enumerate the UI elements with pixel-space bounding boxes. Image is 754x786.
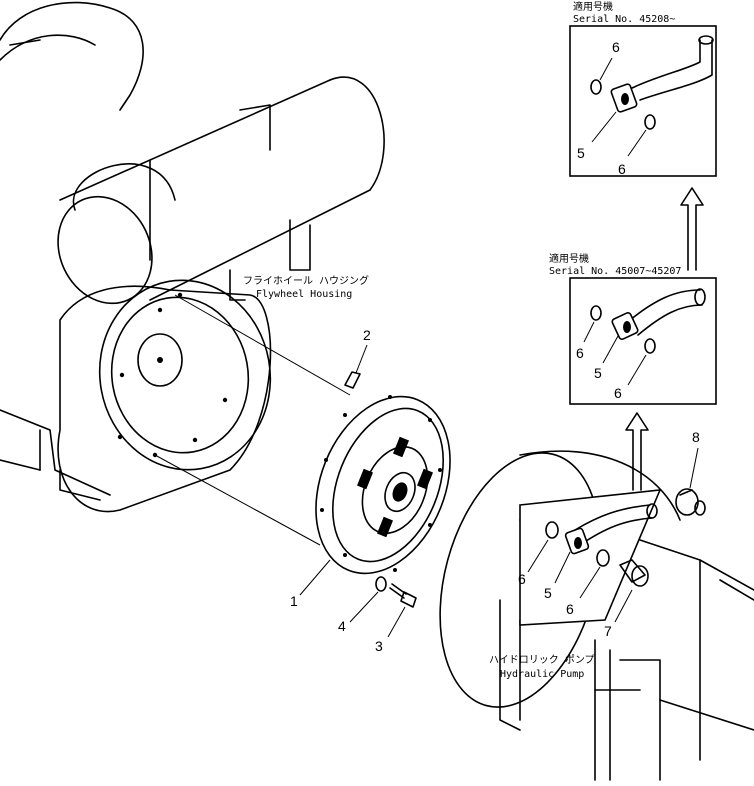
alignment-line-lower: [154, 454, 321, 546]
callout-6-pump-a: 6: [518, 571, 526, 587]
callout-6-mid-b: 6: [614, 385, 622, 401]
callout-8: 8: [692, 429, 700, 445]
top-inset-elbow: [590, 35, 714, 130]
middle-inset-box: [569, 277, 717, 405]
top-inset-serial: Serial No. 45208~: [573, 14, 675, 25]
callout-6-top-a: 6: [612, 39, 620, 55]
hydraulic-pump: [439, 450, 754, 781]
flywheel-housing-label-en: Flywheel Housing: [256, 289, 352, 300]
middle-inset-applicable: 適用号機: [549, 252, 589, 265]
top-leader-6b: [627, 129, 647, 157]
callout-1: 1: [290, 593, 298, 609]
leader-5a: [554, 551, 571, 584]
part-8-cap: [675, 488, 706, 516]
callout-5-pump: 5: [544, 585, 552, 601]
top-inset-applicable: 適用号機: [573, 0, 613, 13]
leader-7: [614, 589, 633, 623]
pump-elbow-assembly: [519, 489, 662, 626]
mid-leader-6a: [583, 321, 595, 343]
arrow-up-to-top-inset: [680, 187, 704, 271]
callout-3: 3: [375, 638, 383, 654]
callout-6-mid-a: 6: [576, 345, 584, 361]
leader-8: [689, 447, 699, 489]
alignment-line-upper: [174, 294, 351, 396]
leader-4: [349, 591, 379, 623]
part-1-damper-disc: [315, 395, 451, 575]
callout-5-mid: 5: [594, 365, 602, 381]
leader-1: [299, 559, 331, 596]
engine-block: [0, 1, 385, 513]
leader-6a: [527, 539, 549, 573]
middle-inset-elbow: [590, 288, 706, 354]
top-inset-box: [569, 25, 717, 177]
middle-inset-serial: Serial No. 45007~45207: [549, 266, 681, 277]
callout-4: 4: [338, 618, 346, 634]
hydraulic-pump-label-jp: ハイドロリック ポンプ: [489, 654, 595, 666]
leader-3: [387, 606, 406, 638]
part-3-bolt: [389, 583, 417, 608]
arrow-up-to-middle-inset: [625, 412, 649, 491]
callout-7: 7: [604, 623, 612, 639]
top-leader-5: [591, 111, 617, 143]
part-7-plug: [619, 559, 649, 587]
callout-6-top-b: 6: [618, 161, 626, 177]
callout-2: 2: [363, 327, 371, 343]
part-4-washer: [375, 576, 387, 592]
callout-6-pump-b: 6: [566, 601, 574, 617]
leader-6b: [579, 566, 601, 599]
mid-leader-6b: [627, 354, 647, 386]
callout-5-top: 5: [577, 145, 585, 161]
hydraulic-pump-label-en: Hydraulic Pump: [500, 669, 584, 680]
part-2-dowel-pin: [344, 344, 368, 389]
top-leader-6a: [599, 57, 613, 81]
mid-leader-5: [602, 335, 619, 364]
flywheel-housing-label-jp: フライホイール ハウジング: [243, 274, 369, 287]
